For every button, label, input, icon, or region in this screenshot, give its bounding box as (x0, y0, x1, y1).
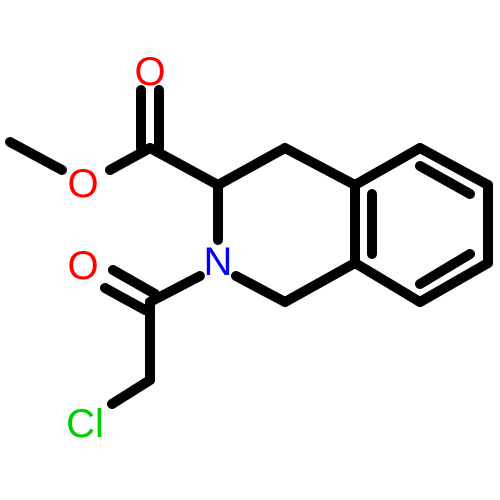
bond (280, 258, 360, 307)
chlorine-label: Cl (66, 402, 104, 446)
nitrogen-label: N (204, 240, 233, 284)
oxygen-label: O (67, 244, 98, 288)
bond (415, 143, 493, 190)
double-bond (108, 265, 160, 299)
saturated-ring (213, 143, 360, 307)
bond (107, 375, 155, 409)
bond (231, 271, 290, 307)
benzene-ring (350, 143, 493, 307)
bond (145, 143, 223, 190)
bond (350, 258, 425, 307)
chloroacetyl-group (100, 265, 205, 409)
double-bond-inner (415, 249, 475, 289)
ester-group (5, 85, 223, 190)
double-bond (100, 283, 150, 315)
oxygen-label: O (67, 162, 98, 206)
bond (280, 143, 360, 190)
bond (350, 143, 425, 190)
bond (5, 137, 67, 175)
bond (213, 143, 290, 190)
bond (105, 143, 155, 175)
oxygen-label: O (134, 50, 165, 94)
double-bond-inner (415, 161, 475, 199)
bond (415, 258, 493, 307)
